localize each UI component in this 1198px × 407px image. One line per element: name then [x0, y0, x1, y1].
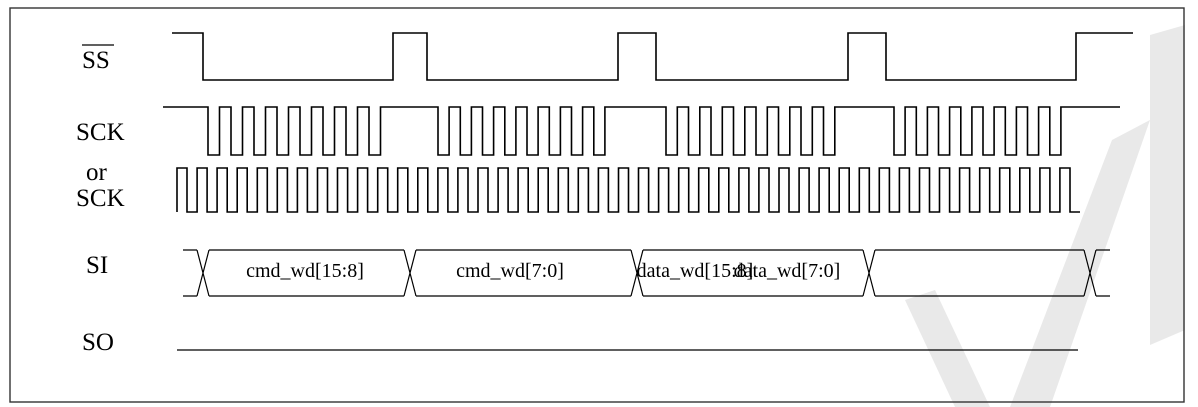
sck-waveform-continuous [176, 167, 1080, 213]
watermark-stroke-2 [1150, 25, 1185, 345]
watermark-stroke-1 [1010, 120, 1150, 407]
label-sck-alt: SCK [76, 185, 125, 212]
label-sck: SCK [76, 119, 125, 146]
si-bus-lines [183, 249, 1110, 297]
watermark-stroke-3 [905, 290, 990, 407]
label-or: or [86, 159, 108, 186]
si-segment-1-label: cmd_wd[15:8] [246, 260, 364, 282]
si-segment-2-label: cmd_wd[7:0] [456, 260, 564, 282]
diagram-frame [9, 7, 1185, 403]
sck-waveform-mode0 [163, 106, 1120, 156]
si-segment-3-label: data_wd[15:8] [637, 260, 754, 282]
si-segment-4-label: data_wd[7:0] [734, 260, 841, 282]
label-ss: SS [82, 47, 110, 74]
label-so: SO [82, 329, 114, 356]
label-si: SI [86, 252, 108, 279]
watermark [905, 25, 1185, 407]
ss-waveform [172, 32, 1133, 81]
si-bus: cmd_wd[15:8] cmd_wd[7:0] data_wd[15:8] d… [183, 249, 1110, 297]
